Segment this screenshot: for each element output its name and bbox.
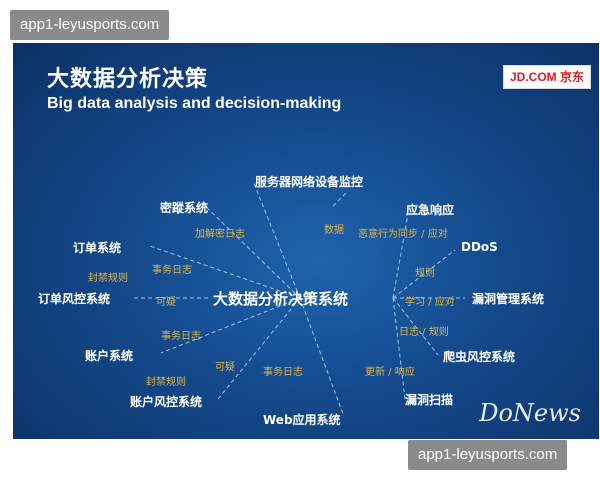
node-vuln-scan: 漏洞扫描: [405, 393, 454, 407]
jd-logo: JD.COM 京东: [503, 65, 591, 89]
node-ddos: DDoS: [461, 240, 498, 254]
node-order-risk: 订单风控系统: [38, 292, 111, 306]
line-server-stub: [332, 190, 349, 207]
watermark-bottom: app1-leyusports.com: [408, 440, 568, 470]
node-server-monitoring: 服务器网络设备监控: [255, 175, 364, 189]
label-suspicious-web: 可疑: [215, 362, 235, 373]
donews-watermark: DoNews: [479, 399, 581, 427]
label-log-rules: 日志 / 规则: [399, 327, 449, 338]
label-suspicious-order: 可疑: [156, 297, 176, 308]
label-rules: 规则: [415, 268, 435, 279]
line-crawler: [392, 297, 439, 356]
line-server: [252, 180, 301, 299]
node-crawler-risk: 爬虫风控系统: [443, 350, 516, 364]
label-order-rules: 封禁规则: [88, 273, 128, 284]
label-biz-log-web: 事务日志: [263, 367, 303, 378]
label-update-respond: 更新 / 响应: [365, 367, 415, 378]
label-biz-log-account: 事务日志: [161, 331, 201, 342]
node-order: 订单系统: [73, 241, 122, 255]
node-web-app: Web应用系统: [263, 413, 341, 427]
line-ddos: [392, 249, 456, 299]
center-node: 大数据分析决策系统: [213, 290, 349, 308]
label-biz-log-order: 事务日志: [152, 265, 192, 276]
line-web: [299, 297, 344, 415]
slide-title-en: Big data analysis and decision-making: [47, 95, 342, 112]
line-acct: [160, 297, 301, 354]
line-honeypot: [199, 200, 301, 299]
line-emergency: [392, 213, 409, 299]
connector-lines: [131, 180, 465, 415]
label-account-rules: 封禁规则: [146, 377, 186, 388]
node-honeypot: 密蹤系统: [160, 201, 209, 215]
label-data: 数据: [324, 225, 344, 236]
node-account-risk: 账户风控系统: [130, 395, 203, 409]
slide: 大数据分析决策 Big data analysis and decision-m…: [13, 43, 599, 439]
node-vuln-management: 漏洞管理系统: [472, 292, 545, 306]
watermark-top: app1-leyusports.com: [10, 10, 170, 40]
slide-title-cn: 大数据分析决策: [47, 67, 209, 92]
label-honeypot-log: 加解密日志: [195, 229, 245, 240]
line-order: [149, 245, 301, 299]
label-malicious-sync: 恶意行为同步 / 应对: [358, 229, 448, 240]
line-acct-risk: [217, 297, 301, 400]
line-vuln-scan: [392, 297, 406, 400]
node-emergency-response: 应急响应: [406, 203, 455, 217]
node-account: 账户系统: [85, 349, 134, 363]
label-learn-respond: 学习 / 应对: [405, 297, 455, 308]
